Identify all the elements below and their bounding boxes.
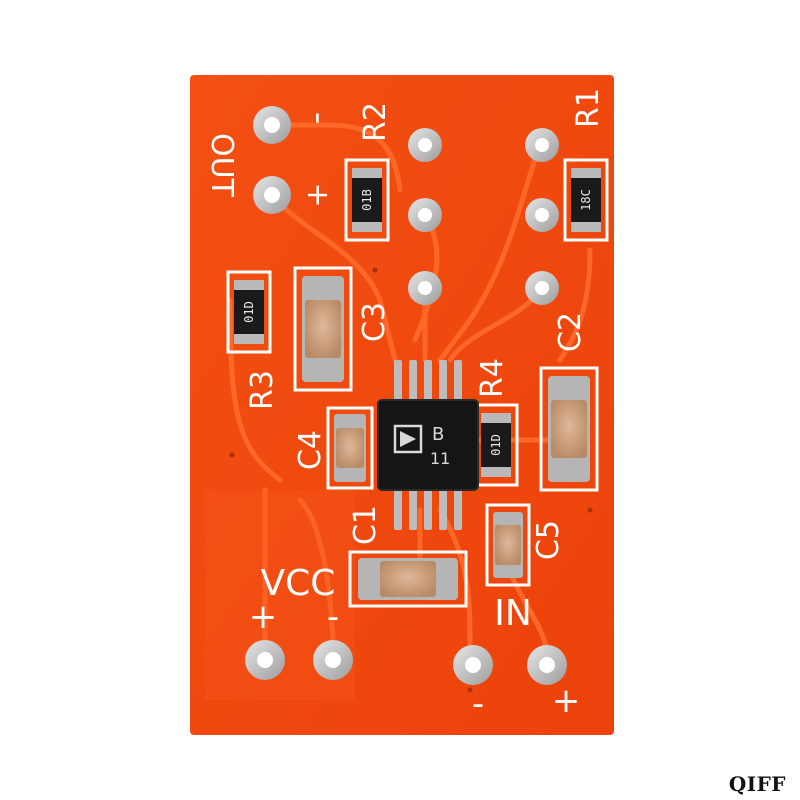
resistor-r3-marking: 01D bbox=[242, 301, 256, 323]
label-in: IN bbox=[494, 593, 532, 634]
capacitor-c3-body bbox=[302, 276, 344, 382]
label-in-plus: + bbox=[552, 681, 581, 721]
resistor-r4-body bbox=[481, 413, 511, 477]
watermark-text: QIFF bbox=[728, 772, 786, 796]
label-c3: C3 bbox=[357, 302, 392, 342]
chip-marking-top: B bbox=[432, 424, 444, 445]
vias bbox=[229, 267, 593, 693]
capacitor-c2-body bbox=[548, 376, 590, 482]
label-r2: R2 bbox=[358, 102, 393, 142]
resistor-r2-body bbox=[352, 168, 382, 232]
label-out-plus: + bbox=[300, 182, 335, 207]
label-in-minus: - bbox=[472, 684, 484, 724]
label-r4: R4 bbox=[475, 358, 510, 398]
label-c4: C4 bbox=[293, 430, 328, 470]
label-c1: C1 bbox=[348, 505, 383, 545]
resistor-r4-marking: 01D bbox=[489, 434, 503, 456]
resistor-r2-marking: 01B bbox=[360, 189, 374, 211]
ic-chip bbox=[377, 360, 479, 530]
label-vcc: VCC bbox=[261, 563, 336, 604]
capacitor-c1-body bbox=[358, 558, 458, 600]
resistor-r1-body bbox=[571, 168, 601, 232]
capacitor-c4-body bbox=[334, 414, 366, 482]
resistor-r3-body bbox=[234, 280, 264, 344]
capacitor-c5-body bbox=[493, 512, 523, 578]
label-vcc-plus: + bbox=[249, 597, 278, 637]
analog-devices-logo-icon bbox=[393, 424, 423, 454]
label-vcc-minus: - bbox=[327, 597, 339, 637]
label-r1: R1 bbox=[571, 88, 606, 128]
silkscreen-outlines bbox=[226, 158, 609, 608]
label-c2: C2 bbox=[553, 312, 588, 352]
chip-marking-bottom: 11 bbox=[430, 449, 450, 468]
label-c5: C5 bbox=[531, 520, 566, 560]
label-out: OUT bbox=[204, 133, 239, 198]
label-r3: R3 bbox=[245, 370, 280, 410]
label-out-minus: - bbox=[299, 112, 339, 124]
resistor-r1-marking: 18C bbox=[579, 189, 593, 211]
through-hole-pads bbox=[245, 106, 567, 685]
